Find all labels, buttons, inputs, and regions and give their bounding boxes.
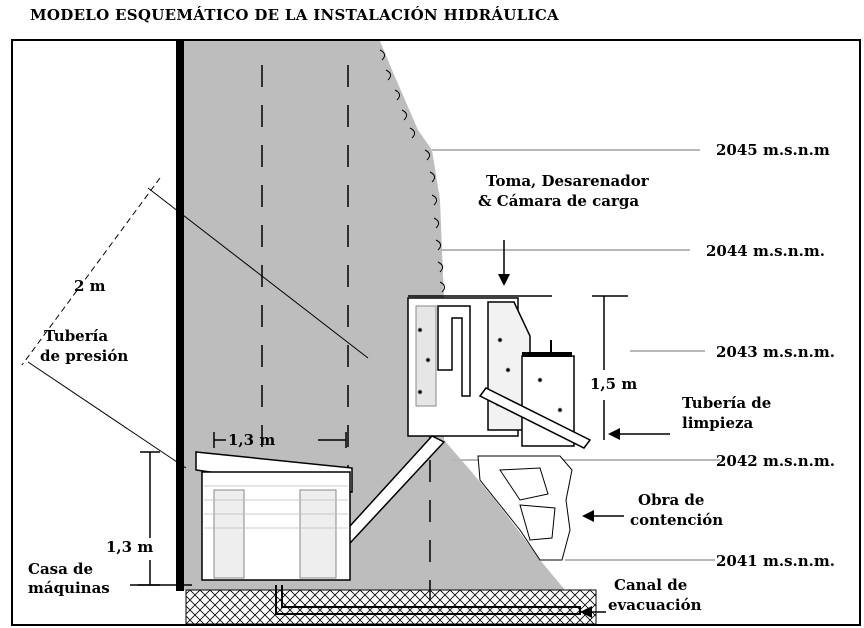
intake-height-label: 1,5 m	[590, 375, 637, 393]
elevation-label-2041: 2041 m.s.n.m.	[716, 552, 835, 570]
containment-label: Obra de contención	[630, 491, 723, 529]
cliff-texture	[379, 49, 446, 293]
house-width-label: 1,3 m	[228, 431, 275, 449]
dimension-intake-height	[592, 295, 628, 440]
elevation-lines	[432, 149, 720, 561]
penstock-label: Tubería de presión	[40, 327, 128, 365]
containment-wall	[477, 455, 573, 561]
channel-arrow	[580, 606, 606, 618]
powerhouse	[195, 451, 353, 581]
elevation-label-2044: 2044 m.s.n.m.	[706, 242, 825, 260]
elevation-label-2042: 2042 m.s.n.m.	[716, 452, 835, 470]
intake-structure	[407, 297, 575, 447]
diagram-title: MODELO ESQUEMÁTICO DE LA INSTALACIÓN HID…	[30, 6, 559, 24]
dimension-house-width	[213, 432, 347, 448]
channel-label: Canal de evacuación	[608, 576, 702, 614]
cleaning-pipe	[478, 387, 592, 449]
penstock-length-label: 2 m	[74, 277, 106, 295]
evacuation-channel	[275, 585, 581, 615]
elevation-label-2045: 2045 m.s.n.m	[716, 141, 830, 159]
terrain-left-wall	[176, 41, 184, 591]
powerhouse-label: Casa de máquinas	[28, 560, 110, 597]
cleaning-pipe-label: Tubería de limpieza	[682, 394, 777, 432]
cleaning-pipe-arrow	[608, 428, 670, 440]
toma-arrow	[498, 240, 510, 286]
elevation-label-2043: 2043 m.s.n.m.	[716, 343, 835, 361]
house-height-label: 1,3 m	[106, 538, 153, 556]
dimension-penstock	[21, 177, 369, 469]
containment-arrow	[582, 510, 624, 522]
dashed-reference-lines	[261, 65, 431, 600]
terrain-mass	[178, 41, 565, 590]
toma-label: Toma, Desarenador & Cámara de carga	[478, 172, 654, 210]
